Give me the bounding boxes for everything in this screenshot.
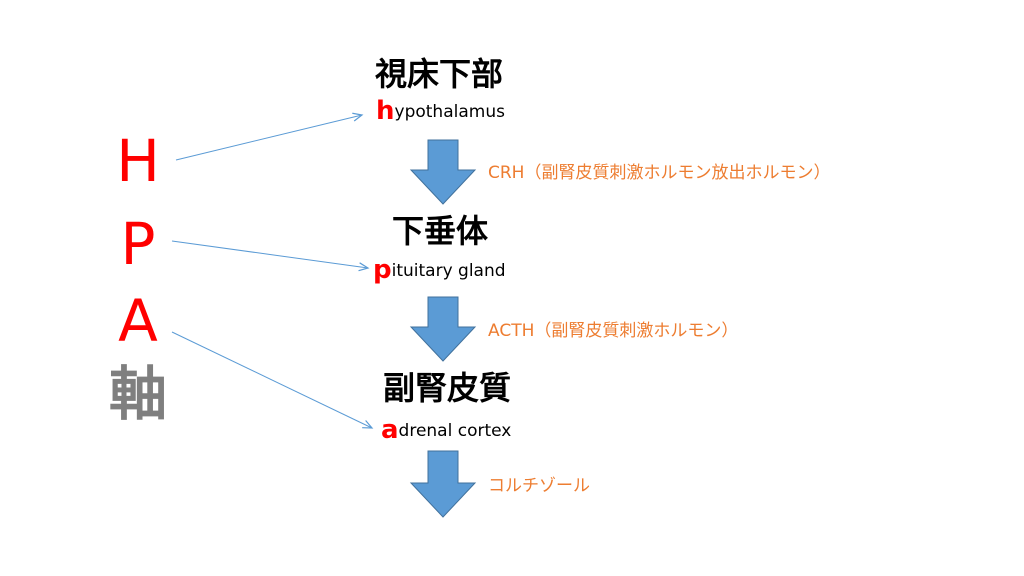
- pituitary-title: 下垂体: [392, 212, 489, 250]
- pituitary-initial: p: [373, 255, 392, 285]
- adrenal-initial: a: [381, 415, 399, 445]
- axis-label: 軸: [108, 360, 167, 428]
- pituitary-english-label: pituitary gland: [373, 255, 506, 285]
- hormone-label-crh: CRH（副腎皮質刺激ホルモン放出ホルモン）: [488, 163, 831, 183]
- pituitary-rest: ituitary gland: [391, 261, 506, 281]
- adrenal-rest: drenal cortex: [398, 421, 512, 441]
- hypothalamus-english-label: hypothalamus: [376, 96, 505, 126]
- pointer-line-h: [175, 112, 364, 161]
- hypothalamus-initial: h: [376, 96, 395, 126]
- pointer-line-p: [171, 240, 370, 272]
- hormone-label-cortisol: コルチゾール: [488, 476, 590, 496]
- flow-arrow-cortisol: [409, 450, 477, 518]
- adrenal-cortex-english-label: adrenal cortex: [381, 415, 512, 445]
- acronym-letter-p: P: [120, 210, 156, 278]
- flow-arrow-acth: [409, 296, 477, 362]
- hypothalamus-title: 視床下部: [375, 55, 504, 93]
- pointer-line-a: [171, 331, 374, 429]
- adrenal-cortex-title: 副腎皮質: [383, 369, 512, 407]
- hypothalamus-rest: ypothalamus: [394, 102, 505, 122]
- hormone-label-acth: ACTH（副腎皮質刺激ホルモン）: [488, 321, 739, 341]
- acronym-letter-a: A: [118, 287, 158, 355]
- flow-arrow-crh: [409, 139, 477, 205]
- acronym-letter-h: H: [116, 127, 160, 195]
